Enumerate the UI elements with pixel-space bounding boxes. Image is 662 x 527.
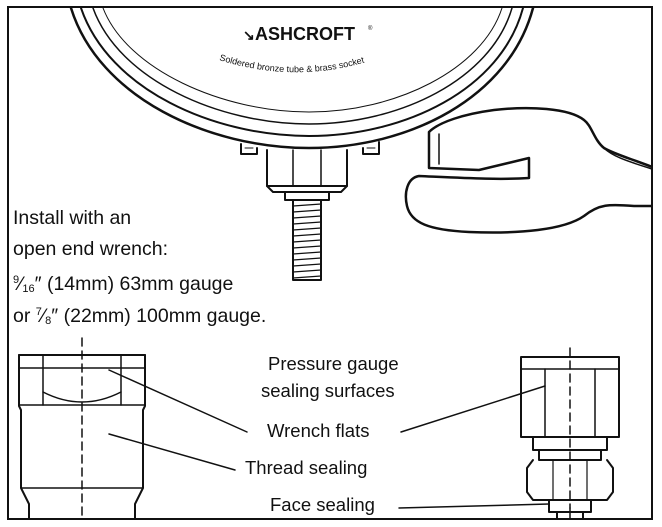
- instruction-line-3: 9⁄16″ (14mm) 63mm gauge: [13, 273, 234, 295]
- brand-trademark: ®: [368, 25, 373, 32]
- brand-logo: ASHCROFT ↘ ®: [243, 24, 373, 44]
- label-sealing-surfaces: sealing surfaces: [261, 380, 395, 401]
- pressure-gauge-icon: [69, 8, 535, 281]
- instruction-line-3-text: ″ (14mm) 63mm gauge: [34, 273, 234, 295]
- fraction-numerator: 7: [35, 306, 42, 318]
- instruction-line-4: or 7⁄8″ (22mm) 100mm gauge.: [13, 305, 267, 327]
- label-face-sealing: Face sealing: [270, 494, 375, 515]
- brand-name: ASHCROFT: [255, 24, 355, 44]
- diagram-artwork: ASHCROFT ↘ ® Soldered bronze tube & bras…: [18, 8, 651, 518]
- open-end-wrench-icon: [404, 106, 651, 234]
- dial-arc-text: Soldered bronze tube & brass socket: [218, 52, 365, 74]
- label-thread-sealing: Thread sealing: [245, 457, 368, 478]
- fraction-numerator: 9: [13, 274, 20, 286]
- instruction-line-4-text: ″ (22mm) 100mm gauge.: [51, 305, 267, 327]
- label-pressure-gauge: Pressure gauge: [268, 353, 399, 374]
- svg-text:↘: ↘: [243, 27, 255, 43]
- instruction-line-2: open end wrench:: [13, 238, 169, 260]
- instruction-line-1: Install with an: [13, 207, 132, 229]
- label-wrench-flats: Wrench flats: [267, 420, 370, 441]
- leader-lines: [108, 369, 550, 509]
- fraction-denominator: 16: [22, 283, 35, 295]
- instruction-line-4-prefix: or: [13, 305, 36, 327]
- fraction-denominator: 8: [45, 315, 52, 327]
- diagram-frame: ASHCROFT ↘ ® Soldered bronze tube & bras…: [7, 6, 653, 520]
- thread-sealing-fitting-icon: [18, 337, 146, 518]
- face-sealing-fitting-icon: [520, 347, 620, 518]
